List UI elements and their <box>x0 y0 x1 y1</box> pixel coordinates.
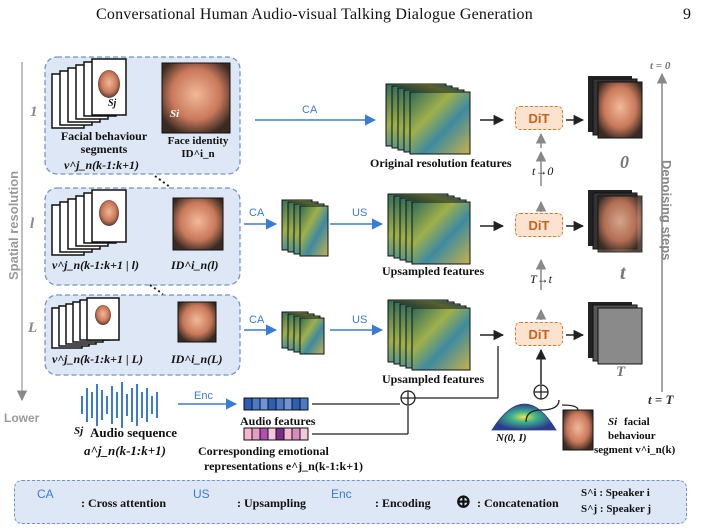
audio-sequence-formula: a^j_n(k-1:k+1) <box>84 443 166 458</box>
output-label-t: t <box>620 262 626 284</box>
legend-us-text: : Upsampling <box>237 496 307 510</box>
spatial-resolution-label: Spatial resolution <box>6 170 21 280</box>
segment-stack-l <box>51 189 127 256</box>
denoising-top-label: t = 0 <box>650 60 671 72</box>
audio-waveform <box>81 382 158 428</box>
face-speaker-tag: Si <box>170 108 180 120</box>
output-stack-0 <box>588 76 643 139</box>
face-identity-l <box>172 197 224 251</box>
enc-label: Enc <box>194 390 213 402</box>
audio-features-label: Audio features <box>240 414 316 428</box>
output-label-0: 0 <box>620 152 629 172</box>
step-label-T-to-t: T→t <box>530 272 553 286</box>
speaker-seg-tag: Si <box>608 416 618 428</box>
segment-formula-1: v^j_n(k-1:k+1) <box>64 158 139 172</box>
output-label-T: T <box>616 364 626 380</box>
emotion-label-line1: Corresponding emotional <box>198 444 329 458</box>
legend-concat-icon: ⊕ <box>455 491 472 513</box>
face-caption-L: ID^i_n(L) <box>171 352 223 366</box>
output-stack-t <box>588 190 643 253</box>
segment-formula-l: v^j_n(k-1:k+1 | l) <box>52 258 139 272</box>
segment-title-1: Facial behaviour segments <box>60 129 148 156</box>
segment-speaker-tag: Sj <box>108 98 117 109</box>
speaker-segment-frame <box>562 409 594 451</box>
audio-speaker-tag: Sj <box>74 425 84 437</box>
dit-block-t: DiT <box>515 213 563 237</box>
upsampled-features-label-L: Upsampled features <box>382 372 485 386</box>
dit-block-0: DiT <box>515 106 563 130</box>
legend-panel: CA : Cross attention US : Upsampling Enc… <box>14 480 687 524</box>
panel-connector <box>149 284 164 295</box>
original-features-label: Original resolution features <box>370 156 512 170</box>
ca-label-1: CA <box>302 104 318 116</box>
page-number: 9 <box>683 6 691 23</box>
output-stack-T <box>588 302 643 365</box>
legend-si: S^i : Speaker i <box>581 487 650 499</box>
small-features-L <box>281 311 325 355</box>
step-label-t-to-0: t→0 <box>532 164 554 178</box>
page-title: Conversational Human Audio-visual Talkin… <box>96 6 533 23</box>
denoising-steps-label: Denoising steps <box>659 160 674 261</box>
small-features-l <box>281 199 329 257</box>
segment-stack-1 <box>51 58 127 129</box>
page-header: Conversational Human Audio-visual Talkin… <box>0 0 702 30</box>
ca-label-l: CA <box>249 207 265 219</box>
emotion-label-line2: representations e^j_n(k-1:k+1) <box>204 459 364 473</box>
panel-connector <box>154 175 171 188</box>
legend-ca: CA <box>37 487 54 501</box>
noise-brace <box>525 399 560 423</box>
speaker-seg-line1: facial <box>624 416 650 428</box>
face-caption-1: Face identity ID^i_n <box>167 135 229 160</box>
face-identity-1 <box>161 62 231 134</box>
face-identity-L <box>177 301 217 343</box>
legend-us: US <box>193 487 210 501</box>
dit-block-T: DiT <box>515 322 563 346</box>
upsampled-features-L <box>387 299 471 371</box>
emotion-cells <box>243 427 309 441</box>
audio-feature-cells <box>243 397 309 411</box>
legend-ca-text: : Cross attention <box>81 496 167 510</box>
legend-concat-text: : Concatenation <box>477 496 559 510</box>
speaker-seg-line2: behaviour <box>608 430 656 442</box>
legend-enc: Enc <box>331 487 352 501</box>
noise-label: N(0, I) <box>496 432 527 444</box>
original-features-stack <box>385 83 471 155</box>
face-caption-l: ID^i_n(l) <box>171 258 219 272</box>
segment-stack-L <box>51 297 120 349</box>
level-index-1: 1 <box>30 104 38 120</box>
denoising-bottom-label: t = T <box>648 392 674 407</box>
level-index-L: L <box>28 320 38 336</box>
segment-formula-L: v^j_n(k-1:k+1 | L) <box>52 352 143 366</box>
audio-sequence-title: Audio sequence <box>90 425 178 440</box>
speaker-seg-line3: segment v^i_n(k) <box>594 444 676 456</box>
upsampled-features-l <box>387 193 471 265</box>
upsampled-features-label-l: Upsampled features <box>382 264 485 278</box>
gaussian-noise <box>491 403 557 431</box>
ca-label-L: CA <box>249 314 265 326</box>
lower-label: Lower <box>4 411 40 425</box>
us-label-L: US <box>352 314 368 326</box>
legend-enc-text: : Encoding <box>375 496 431 510</box>
level-index-l: l <box>30 216 35 232</box>
us-label-l: US <box>352 207 368 219</box>
legend-sj: S^j : Speaker j <box>581 503 652 515</box>
